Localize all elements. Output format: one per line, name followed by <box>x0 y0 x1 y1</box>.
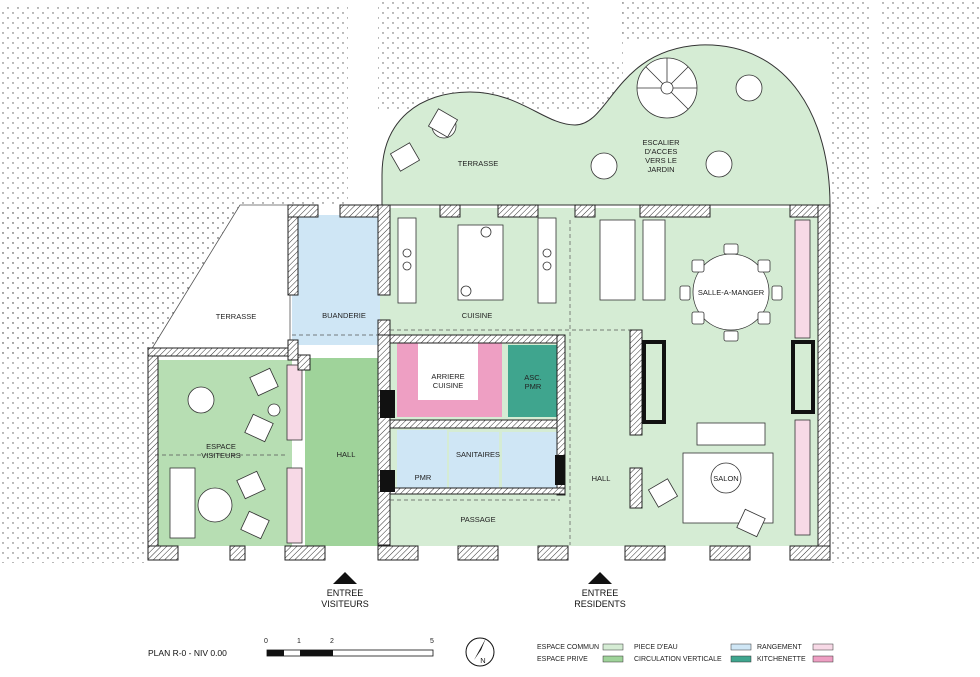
label-sanitaires: SANITAIRES <box>456 450 500 459</box>
legend-label-circulation-verticale: CIRCULATION VERTICALE <box>634 656 722 663</box>
legend-swatch-piece-d-eau <box>730 643 752 651</box>
label-terrasse-left: TERRASSE <box>216 312 256 321</box>
label-arriere-cuisine-2: CUISINE <box>433 381 463 390</box>
legend-label-espace-prive: ESPACE PRIVE <box>537 656 588 663</box>
legend: ESPACE COMMUN ESPACE PRIVE PIECE D'EAU C… <box>537 643 834 663</box>
asc-pmr-area <box>508 345 563 417</box>
label-asc-pmr-2: PMR <box>525 382 542 391</box>
rangement-strip-2 <box>286 467 303 544</box>
buanderie-area <box>292 215 380 345</box>
legend-swatch-espace-prive <box>602 655 624 663</box>
spiral-stair <box>636 57 698 119</box>
garden-left-bottom <box>0 355 148 563</box>
entree-visiteurs-arrow <box>333 572 357 584</box>
label-hall-right: HALL <box>592 474 611 483</box>
rangement-strip-3 <box>794 219 811 339</box>
sanitaires-area <box>449 432 499 492</box>
label-entree-residents-1: ENTREE <box>582 588 619 598</box>
label-asc-pmr-1: ASC. <box>524 373 542 382</box>
garden-top-middle <box>378 0 623 110</box>
label-escalier-4: JARDIN <box>647 165 674 174</box>
garden-left-diag <box>0 205 240 355</box>
rangement-strip-4 <box>794 419 811 536</box>
garden-top-right <box>620 0 830 40</box>
legend-swatch-circulation-verticale <box>730 655 752 663</box>
rangement-strip-1 <box>286 364 303 441</box>
plan-title: PLAN R-0 - NIV 0.00 <box>148 648 227 658</box>
north-arrow-icon: N <box>465 637 495 667</box>
label-cuisine: CUISINE <box>462 311 492 320</box>
label-escalier-2: D'ACCES <box>645 147 678 156</box>
label-entree-residents-2: RESIDENTS <box>574 599 626 609</box>
legend-label-espace-commun: ESPACE COMMUN <box>537 644 599 651</box>
garden-right <box>830 0 980 563</box>
legend-label-kitchenette: KITCHENETTE <box>757 656 806 663</box>
label-arriere-cuisine-1: ARRIERE <box>431 372 464 381</box>
label-buanderie: BUANDERIE <box>322 311 366 320</box>
legend-swatch-espace-commun <box>602 643 624 651</box>
legend-label-piece-d-eau: PIECE D'EAU <box>634 644 678 651</box>
label-passage: PASSAGE <box>460 515 495 524</box>
north-label: N <box>480 656 485 665</box>
garden-left <box>0 0 378 205</box>
scale-bar: 0 1 2 5 <box>264 638 434 657</box>
label-terrasse-top: TERRASSE <box>458 159 498 168</box>
scale-tick-1: 1 <box>297 638 301 645</box>
label-escalier-3: VERS LE <box>645 156 677 165</box>
label-salon: SALON <box>713 474 738 483</box>
label-hall-left: HALL <box>337 450 356 459</box>
scale-tick-2: 2 <box>330 638 334 645</box>
label-salle-a-manger: SALLE-A-MANGER <box>698 288 765 297</box>
label-entree-visiteurs-2: VISITEURS <box>321 599 369 609</box>
label-entree-visiteurs-1: ENTREE <box>327 588 364 598</box>
legend-label-rangement: RANGEMENT <box>757 644 802 651</box>
walls <box>147 204 831 561</box>
pmr-area <box>397 430 447 492</box>
wc-area <box>502 432 562 492</box>
label-espace-visiteurs-1: ESPACE <box>206 442 236 451</box>
legend-swatch-kitchenette <box>812 655 834 663</box>
label-escalier-1: ESCALIER <box>642 138 680 147</box>
legend-swatch-rangement <box>812 643 834 651</box>
scale-tick-5: 5 <box>430 638 434 645</box>
label-pmr: PMR <box>415 473 432 482</box>
label-espace-visiteurs-2: VISITEURS <box>201 451 241 460</box>
entree-residents-arrow <box>588 572 612 584</box>
hall-left-area <box>305 358 380 546</box>
scale-tick-0: 0 <box>264 638 268 645</box>
